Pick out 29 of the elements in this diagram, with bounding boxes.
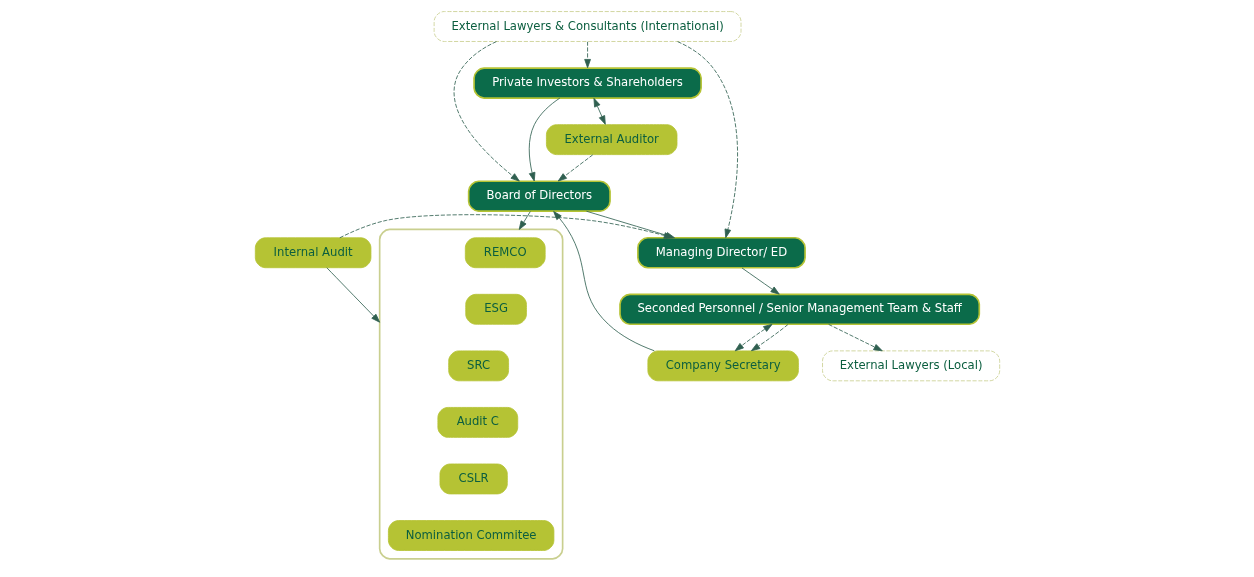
node-box: ESG [464,293,527,325]
node-box: Company Secretary [646,350,799,382]
arrow [325,267,380,323]
node-box: Nomination Commitee [387,520,554,551]
arrow [676,41,738,239]
arrow [557,154,593,182]
node-box: Private Investors & Shareholders [472,67,702,99]
node-box: External Auditor [545,124,677,155]
node-box: External Lawyers (Local) [821,350,1000,382]
node-box: Internal Audit [254,237,371,269]
arrow [552,211,655,352]
node-box: Seconded Personnel / Senior Management Team & Staff [618,293,980,326]
arrow [827,324,883,352]
arrow [453,41,520,182]
node-box: REMCO [464,237,546,269]
arrow [593,97,606,125]
node-box: Board of Directors [467,180,611,212]
cluster [378,228,563,560]
arrow [750,324,788,352]
arrow [734,324,772,352]
arrow [528,97,560,182]
node-box: CSLR [439,463,508,495]
arrow [583,41,591,69]
node-box: External Lawyers & Consultants (International) [433,11,741,42]
arrow [741,267,780,295]
node-box: Audit C [436,407,518,438]
node-box: SRC [447,350,509,382]
node-box: Managing Director/ ED [636,236,806,269]
arrow [518,211,531,230]
